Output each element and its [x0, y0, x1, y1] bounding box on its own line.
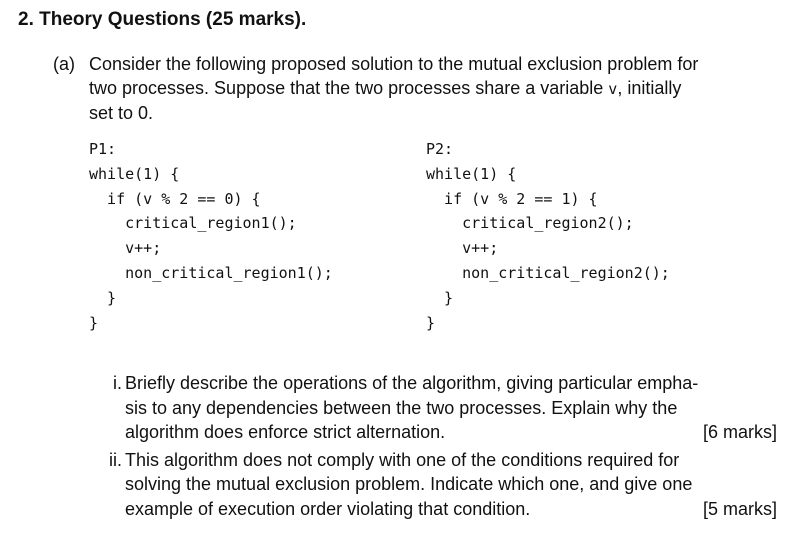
section-heading: 2. Theory Questions (25 marks).: [18, 9, 307, 30]
code-line: }: [89, 313, 99, 332]
sub-question-number: ii.: [109, 449, 122, 470]
code-line: while(1) {: [89, 164, 180, 183]
code-line: P2:: [426, 140, 454, 158]
sub-question-line: algorithm does enforce strict alternatio…: [125, 422, 446, 442]
sub-question-last-line: algorithm does enforce strict alternatio…: [125, 420, 777, 445]
sub-question-ii: ii. This algorithm does not comply with …: [105, 448, 777, 522]
code-line: if (v % 2 == 1) {: [426, 189, 598, 208]
code-line: non_critical_region1();: [89, 263, 333, 282]
code-line: }: [426, 288, 454, 307]
sub-question-i: i. Briefly describe the operations of th…: [105, 371, 777, 445]
code-line: non_critical_region2();: [426, 263, 670, 282]
code-line: }: [89, 288, 117, 307]
code-block-p2: P2: while(1) { if (v % 2 == 1) { critical…: [426, 137, 670, 335]
code-line: v++;: [89, 239, 162, 258]
shared-variable-name: v: [608, 80, 618, 98]
code-line: while(1) {: [426, 164, 517, 183]
code-line: critical_region1();: [89, 214, 297, 233]
marks-label: [6 marks]: [702, 422, 777, 442]
sub-question-line: solving the mutual exclusion problem. In…: [125, 474, 693, 494]
code-block-p1: P1: while(1) { if (v % 2 == 0) { critical…: [89, 137, 333, 335]
code-line: }: [426, 313, 436, 332]
part-a-line-2-suffix: , initially: [617, 78, 682, 98]
part-a-line-2: two processes. Suppose that the two proc…: [89, 76, 779, 101]
sub-question-line: This algorithm does not comply with one …: [125, 449, 680, 470]
sub-question-list: i. Briefly describe the operations of th…: [105, 371, 777, 524]
sub-question-line: Briefly describe the operations of the a…: [125, 373, 699, 393]
part-a-description: Consider the following proposed solution…: [89, 52, 779, 125]
sub-question-line: example of execution order violating tha…: [125, 498, 531, 519]
sub-question-line: sis to any dependencies between the two …: [125, 397, 678, 418]
sub-question-body: Briefly describe the operations of the a…: [125, 371, 777, 445]
code-line: v++;: [426, 239, 499, 258]
part-a-line-2-text: two processes. Suppose that the two proc…: [89, 78, 609, 98]
sub-question-body: This algorithm does not comply with one …: [125, 448, 777, 522]
sub-question-last-line: example of execution order violating tha…: [125, 497, 777, 522]
code-line: P1:: [89, 140, 117, 158]
part-a-line-3: set to 0.: [89, 103, 154, 123]
code-line: critical_region2();: [426, 214, 634, 233]
code-line: if (v % 2 == 0) {: [89, 189, 261, 208]
sub-question-number: i.: [113, 373, 122, 393]
marks-label: [5 marks]: [702, 498, 777, 519]
part-a-label: (a): [53, 54, 75, 74]
part-a-line-1: Consider the following proposed solution…: [89, 54, 699, 74]
